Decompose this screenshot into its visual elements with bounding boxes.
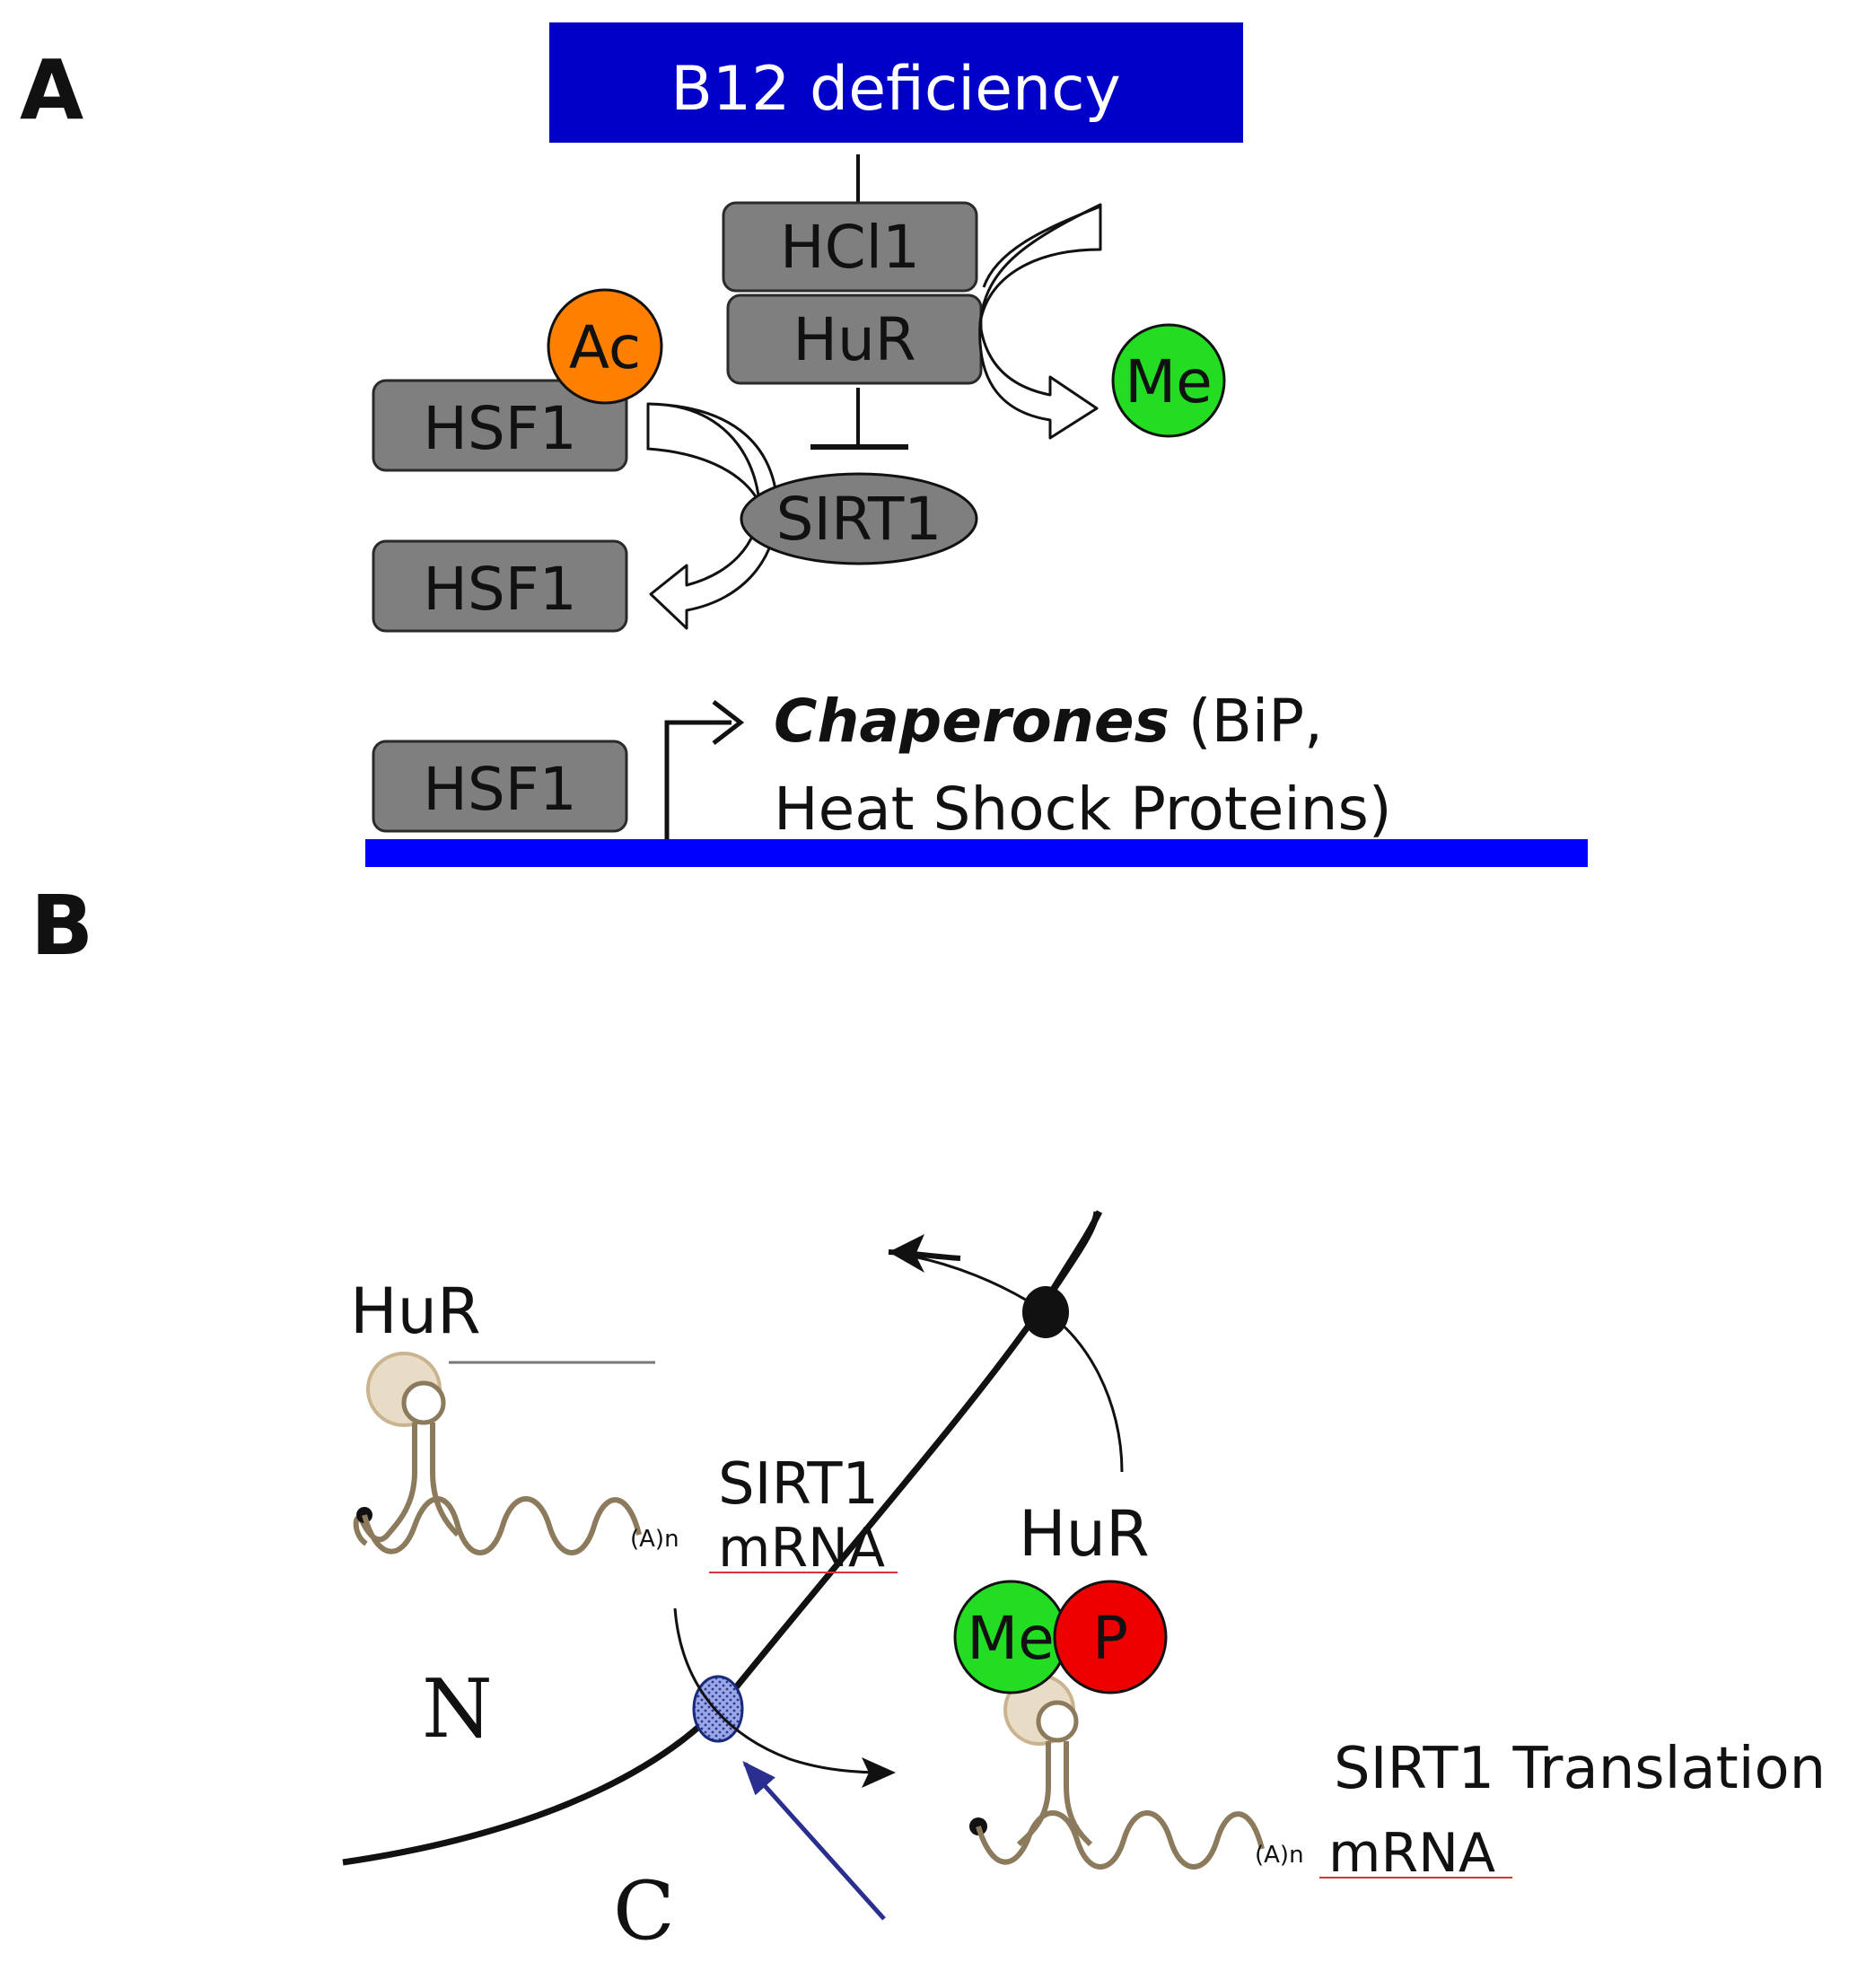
hur-cytoplasm-label: HuR: [1019, 1497, 1150, 1571]
mrna-top-wave: [362, 1496, 642, 1555]
cytoplasm-label: C: [613, 1864, 675, 1958]
acetyl-bubble-text: Ac: [569, 313, 641, 382]
chaperones-line: Chaperones (BiP,: [774, 687, 1323, 756]
phospho-bubble: [1053, 1580, 1168, 1695]
stem-loop-top-right: [430, 1423, 460, 1537]
hsf1-deacetylated-box: [372, 539, 628, 633]
chaperones-italic: Chaperones: [774, 687, 1170, 756]
stem-loop-bottom-right: [1064, 1741, 1093, 1847]
methyl-bubble-b-text: Me: [967, 1604, 1055, 1673]
acetyl-bubble: [547, 288, 663, 405]
sirt1-translation-label: SIRT1 Translation: [1334, 1736, 1826, 1802]
mrna-top-illustration: [353, 1352, 642, 1555]
hur-bead-bottom-ring: [1036, 1700, 1079, 1743]
hcl1-label: HCl1: [780, 213, 920, 282]
stem-loop-top: [353, 1423, 417, 1546]
hsf1-bound-box: [372, 740, 628, 833]
methylation-arrow: [978, 203, 1102, 440]
hsf1-acetylated-box: [372, 379, 628, 472]
mrna-bottom-label: mRNA: [1328, 1822, 1495, 1885]
promoter-arrowhead: [712, 700, 745, 745]
deacetylation-arrow-edge: [646, 404, 761, 504]
panel-b: B HuR (A)n SIRT1 mRNA: [31, 878, 1826, 1958]
export-curve-top: [888, 1250, 1124, 1473]
panel-a: A B12 deficiency HCl1 HuR Me HSF1 Ac SIR…: [20, 22, 1588, 867]
promoter-arrow-shaft: [664, 720, 732, 840]
b12-banner: [549, 22, 1243, 143]
hur-label: HuR: [793, 305, 915, 374]
panel-b-label: B: [31, 878, 93, 974]
heat-shock-text: Heat Shock Proteins): [774, 775, 1392, 844]
sirt1-mrna-top-label: SIRT1: [718, 1451, 879, 1518]
hcl1-box: [722, 201, 978, 293]
mrna-bottom-illustration: [969, 1674, 1265, 1870]
export-curve-bottom-arrowhead: [862, 1757, 896, 1788]
hur-nucleus-label: HuR: [350, 1274, 481, 1348]
export-arrowhead: [889, 1234, 924, 1273]
chaperones-rest: (BiP,: [1170, 687, 1323, 756]
sirt1-ellipse: [740, 472, 978, 565]
polya-bottom: (A)n: [1255, 1842, 1304, 1869]
hsf1-deacetylated-label: HSF1: [423, 555, 576, 624]
hur-bead-top-ring: [401, 1380, 446, 1425]
b12-banner-text: B12 deficiency: [670, 54, 1120, 125]
dna-strand: [365, 839, 1588, 867]
pore-pointer-arrow: [742, 1761, 886, 1921]
hsf1-acetylated-label: HSF1: [423, 394, 576, 463]
mrna-top-label: mRNA: [718, 1517, 885, 1580]
polya-top: (A)n: [630, 1526, 679, 1553]
export-curve-bottom: [673, 1607, 876, 1774]
hsf1-bound-label: HSF1: [423, 755, 576, 824]
methylation-arrow-edge: [982, 204, 1102, 288]
nucleus-label: N: [422, 1662, 493, 1756]
phospho-bubble-text: P: [1092, 1604, 1128, 1673]
panel-a-label: A: [20, 42, 83, 138]
deacetylation-arrow: [646, 402, 779, 630]
methyl-bubble: [1111, 323, 1226, 438]
methyl-bubble-text: Me: [1125, 347, 1213, 416]
nuclear-pore-bottom: [692, 1675, 744, 1743]
mrna-bottom-wave: [976, 1810, 1265, 1870]
sirt1-label: SIRT1: [776, 485, 942, 554]
